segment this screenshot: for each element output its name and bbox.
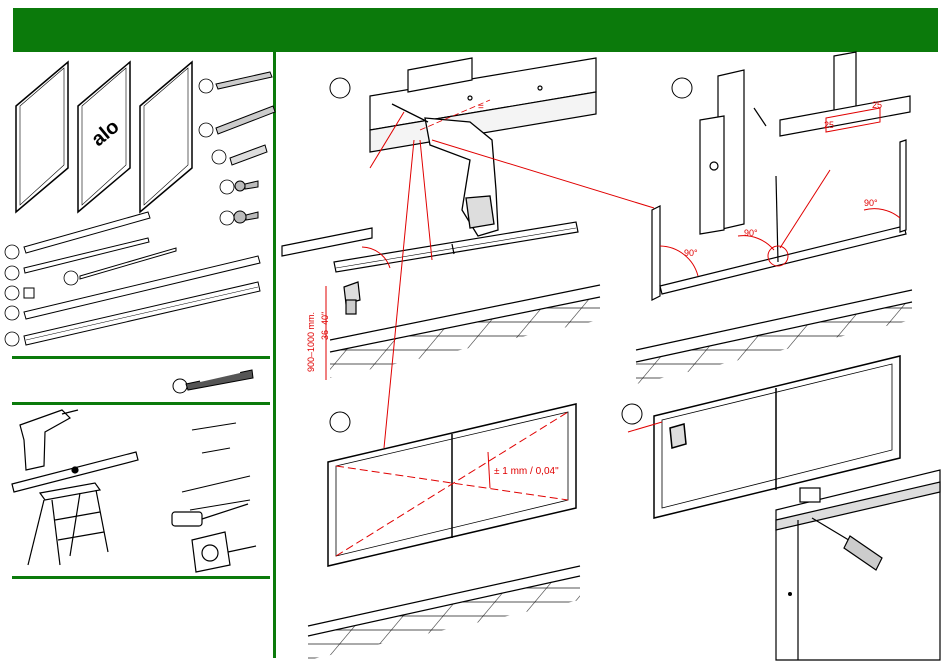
guide-lines: [384, 140, 654, 448]
floor-3: [308, 566, 580, 660]
small-screw-icons: [234, 181, 258, 223]
offset-label: 25: [872, 100, 882, 110]
step-ladder-icon: [28, 483, 108, 565]
step-4-detail: [776, 470, 940, 660]
screw-icon: [216, 72, 275, 134]
angle-label: 90°: [864, 198, 878, 208]
angle-label: 90°: [684, 248, 698, 258]
wall-plug-icon: [230, 145, 267, 165]
svg-text:=: =: [478, 102, 484, 113]
tape-measure-icon: [192, 532, 256, 572]
drill-bit-icon: [173, 370, 253, 393]
offset-label: 25: [824, 120, 834, 130]
step-2-marker: [672, 78, 692, 98]
screwdriver-icon: [172, 504, 248, 526]
height-range-inch-label: 36–40": [320, 312, 330, 340]
step-1-marker: [330, 78, 350, 98]
step-2-frame: [700, 52, 910, 234]
floor-1: [330, 285, 600, 378]
tolerance-label: ± 1 mm / 0,04": [494, 466, 559, 477]
step-2-rail: [652, 140, 906, 300]
step-3-marker: [330, 412, 350, 432]
pencil-icon: [182, 423, 250, 510]
height-range-label: 900–1000 mm.: [306, 312, 316, 372]
step-3-frame: [328, 404, 576, 566]
drill-icon: [20, 410, 78, 470]
angle-label: 90°: [744, 228, 758, 238]
step-4-marker: [622, 404, 642, 424]
rails: [24, 212, 260, 345]
